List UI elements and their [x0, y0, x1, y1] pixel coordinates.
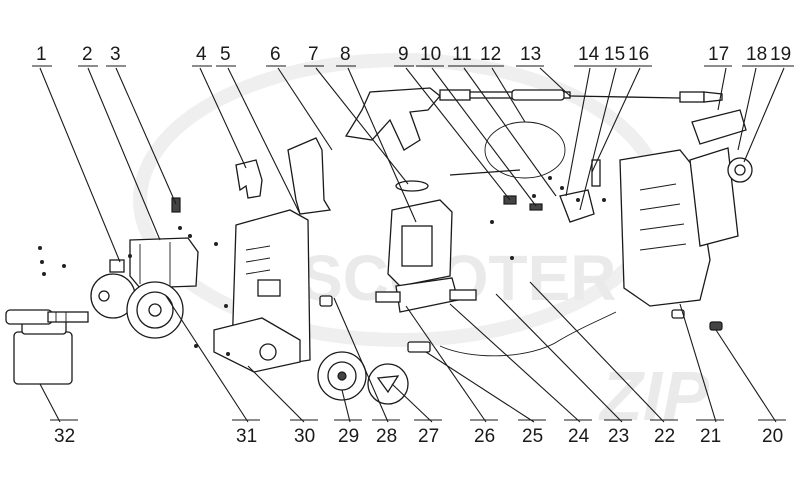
hose-connector-bracket: [559, 159, 601, 223]
callout-27-leader: [391, 383, 433, 423]
callout-4-number: 4: [196, 44, 207, 65]
hose-coil: [484, 121, 566, 179]
callout-31-leader: [165, 295, 249, 423]
pressure-switch: [407, 341, 431, 353]
power-cord: [439, 311, 617, 357]
callout-20-number: 20: [762, 426, 783, 447]
callout-3-number: 3: [110, 44, 121, 65]
callout-16-leader: [591, 67, 641, 173]
callout-29-number: 29: [338, 426, 359, 447]
watermark: SCOOTER ZIP: [133, 53, 709, 435]
fan-wheel: [126, 281, 184, 339]
callout-25-leader: [425, 351, 535, 423]
wheel: [317, 351, 367, 401]
screws: [38, 176, 606, 356]
callout-3-leader: [115, 67, 177, 205]
hose-fitting: [449, 169, 521, 176]
callout-17-number: 17: [708, 44, 729, 65]
callout-22-leader: [529, 281, 665, 423]
callout-24-number: 24: [568, 426, 590, 447]
callout-18-leader: [737, 67, 757, 151]
callout-32-leader: [39, 383, 61, 423]
watermark-subtext: ZIP: [598, 357, 709, 435]
callout-20-leader: [715, 329, 777, 423]
callout-2-leader: [87, 67, 161, 241]
callout-22-number: 22: [654, 426, 675, 447]
lance: [569, 91, 723, 103]
spring-part: [529, 203, 543, 211]
callout-29-leader: [341, 389, 351, 423]
wheel-cap: [367, 363, 409, 405]
main-housing-right: [619, 149, 711, 307]
callout-12-leader: [491, 67, 526, 123]
control-knob: [727, 157, 753, 183]
callout-15-number: 15: [604, 44, 625, 65]
watermark-text: SCOOTER: [300, 242, 616, 314]
spray-gun: [344, 87, 571, 151]
callout-23-leader: [495, 293, 623, 423]
callout-18-number: 18: [746, 44, 767, 65]
callout-1-number: 1: [36, 44, 47, 65]
callout-30-number: 30: [294, 426, 315, 447]
callout-28-number: 28: [376, 426, 397, 447]
callout-12-number: 12: [480, 44, 501, 65]
callout-21-number: 21: [700, 426, 721, 447]
foot: [671, 309, 685, 319]
callout-13-leader: [539, 67, 571, 97]
foam-bottle: [5, 309, 89, 385]
callout-30-leader: [247, 365, 305, 423]
callout-8-leader: [347, 67, 417, 223]
callout-26-leader: [405, 305, 487, 423]
callout-25-number: 25: [522, 426, 543, 447]
callout-21-leader: [679, 303, 717, 423]
callout-6-leader: [277, 67, 333, 151]
main-housing-left: [213, 209, 311, 373]
callout-8-number: 8: [340, 44, 351, 65]
callout-10-number: 10: [420, 44, 441, 65]
callout-4-leader: [199, 67, 247, 169]
side-panel: [689, 147, 739, 247]
upper-handle: [287, 137, 332, 215]
callout-17-leader: [717, 67, 727, 111]
callout-6-number: 6: [270, 44, 281, 65]
callout-9-number: 9: [398, 44, 409, 65]
callout-16-number: 16: [628, 44, 649, 65]
callout-13-number: 13: [520, 44, 541, 65]
callout-32-number: 32: [54, 426, 75, 447]
callout-11-leader: [463, 67, 557, 197]
callout-19-number: 19: [770, 44, 791, 65]
callout-14-leader: [565, 67, 591, 197]
callout-1-leader: [39, 67, 121, 263]
nut: [709, 321, 723, 331]
callout-5-number: 5: [220, 44, 231, 65]
handle-insert: [235, 159, 263, 199]
callout-10-leader: [431, 67, 537, 207]
callout-7-number: 7: [308, 44, 319, 65]
bracket-plate: [90, 259, 136, 319]
motor-bracket: [129, 237, 199, 289]
callout-19-leader: [743, 67, 785, 163]
callout-9-leader: [405, 67, 511, 201]
callout-27-number: 27: [418, 426, 439, 447]
callout-26-number: 26: [474, 426, 495, 447]
callout-28-leader: [333, 297, 389, 423]
callout-24-leader: [449, 303, 581, 423]
switch: [171, 197, 181, 213]
pump-body: [375, 199, 477, 313]
callout-15-leader: [579, 67, 617, 211]
seal-ring: [395, 180, 429, 192]
callout-5-leader: [227, 67, 301, 215]
callout-7-leader: [315, 67, 409, 185]
callout-11-number: 11: [452, 44, 472, 65]
callout-14-number: 14: [578, 44, 600, 65]
callout-23-number: 23: [608, 426, 629, 447]
top-cover: [691, 109, 747, 145]
callout-31-number: 31: [236, 426, 257, 447]
callout-2-number: 2: [82, 44, 93, 65]
connector: [319, 295, 333, 307]
